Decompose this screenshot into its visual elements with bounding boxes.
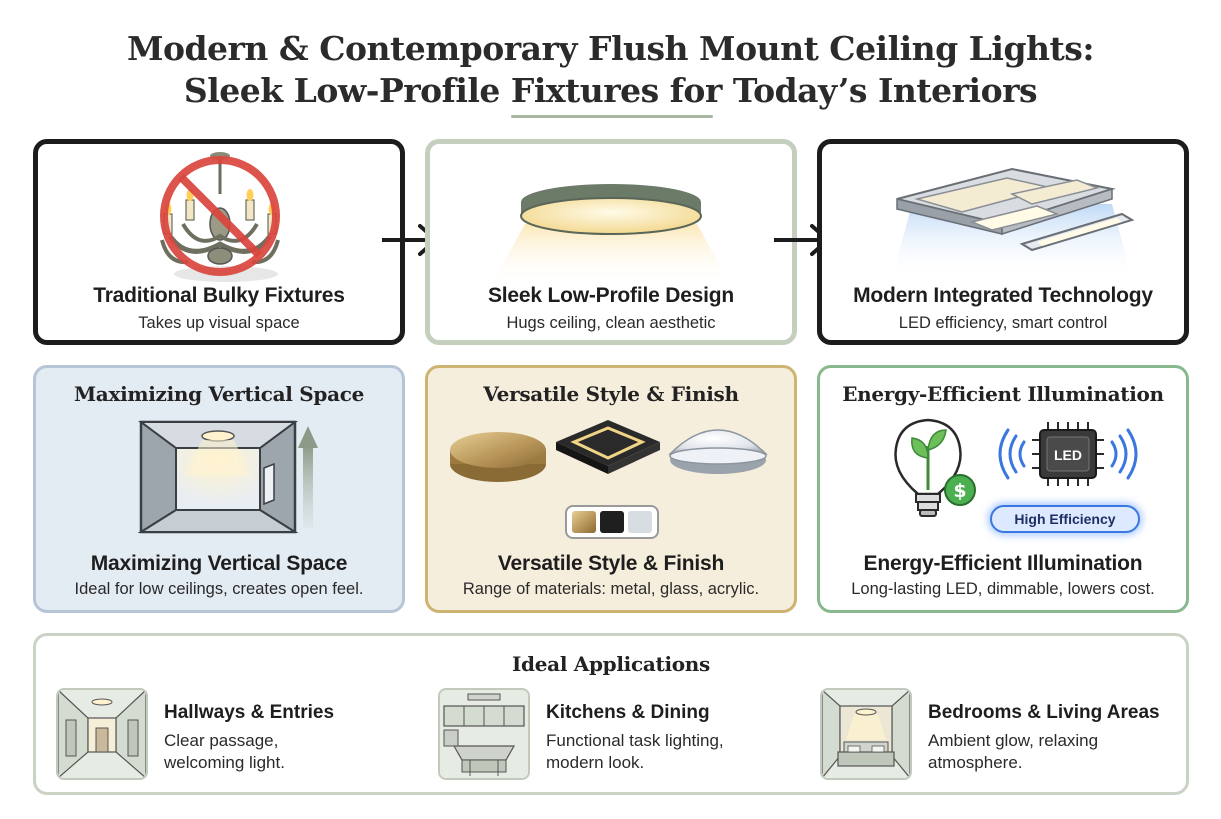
application-bedrooms-desc: Ambient glow, relaxing atmosphere. (928, 731, 1099, 772)
card-traditional-fixtures: Traditional Bulky Fixtures Takes up visu… (33, 139, 405, 345)
led-chip-label: LED (1054, 447, 1082, 463)
application-hallways-title: Hallways & Entries (164, 702, 335, 723)
card-vertical-title: Maximizing Vertical Space (90, 552, 348, 575)
card-style-heading: Versatile Style & Finish (483, 382, 739, 406)
card-energy-title: Energy-Efficient Illumination (863, 552, 1143, 575)
card-energy-efficient: Energy-Efficient Illumination $ LED (817, 365, 1189, 613)
card-traditional-desc: Takes up visual space (138, 314, 300, 332)
finish-samples-icon (450, 420, 768, 539)
card-vertical-heading: Maximizing Vertical Space (73, 382, 365, 406)
card-vertical-space: Maximizing Vertical Space Maximizing Ver… (33, 365, 405, 613)
card-energy-heading: Energy-Efficient Illumination (842, 382, 1164, 406)
high-efficiency-badge: High Efficiency (990, 505, 1140, 533)
card-energy-desc: Long-lasting LED, dimmable, lowers cost. (851, 580, 1155, 598)
application-hallways-desc: Clear passage, welcoming light. (164, 731, 285, 772)
svg-text:$: $ (953, 480, 966, 502)
eco-bulb-led-icon: $ LED (894, 418, 1138, 517)
led-panel-light-icon (892, 167, 1135, 279)
card-sleek-design: Sleek Low-Profile Design Hugs ceiling, c… (425, 139, 797, 345)
card-style-desc: Range of materials: metal, glass, acryli… (462, 580, 760, 598)
card-modern-title: Modern Integrated Technology (853, 284, 1153, 307)
application-kitchens-desc: Functional task lighting, modern look. (546, 731, 724, 772)
application-kitchens-title: Kitchens & Dining (546, 702, 710, 723)
room-ceiling-light-icon (137, 420, 318, 534)
card-modern-technology: Modern Integrated Technology LED efficie… (817, 139, 1189, 345)
bedroom-icon (820, 688, 912, 780)
ideal-applications-section: Ideal Applications Hallways & Entries Cl… (33, 633, 1189, 795)
hallway-icon (56, 688, 148, 780)
ideal-applications-heading: Ideal Applications (512, 652, 710, 676)
card-modern-desc: LED efficiency, smart control (898, 314, 1108, 332)
title-line-1: Modern & Contemporary Flush Mount Ceilin… (126, 29, 1095, 68)
chandelier-prohibited-icon (160, 152, 280, 282)
card-style-title: Versatile Style & Finish (497, 552, 725, 575)
title-underline (511, 115, 713, 118)
flush-mount-light-icon (492, 184, 730, 284)
card-sleek-desc: Hugs ceiling, clean aesthetic (506, 314, 716, 332)
page-title: Modern & Contemporary Flush Mount Ceilin… (0, 28, 1221, 112)
card-sleek-title: Sleek Low-Profile Design (487, 284, 735, 307)
kitchen-icon (438, 688, 530, 780)
card-traditional-title: Traditional Bulky Fixtures (93, 284, 345, 307)
application-bedrooms-title: Bedrooms & Living Areas (928, 702, 1160, 723)
card-style-finish: Versatile Style & Finish Versatile Style (425, 365, 797, 613)
title-line-2: Sleek Low-Profile Fixtures for Today’s I… (183, 71, 1038, 110)
card-vertical-desc: Ideal for low ceilings, creates open fee… (74, 580, 364, 598)
